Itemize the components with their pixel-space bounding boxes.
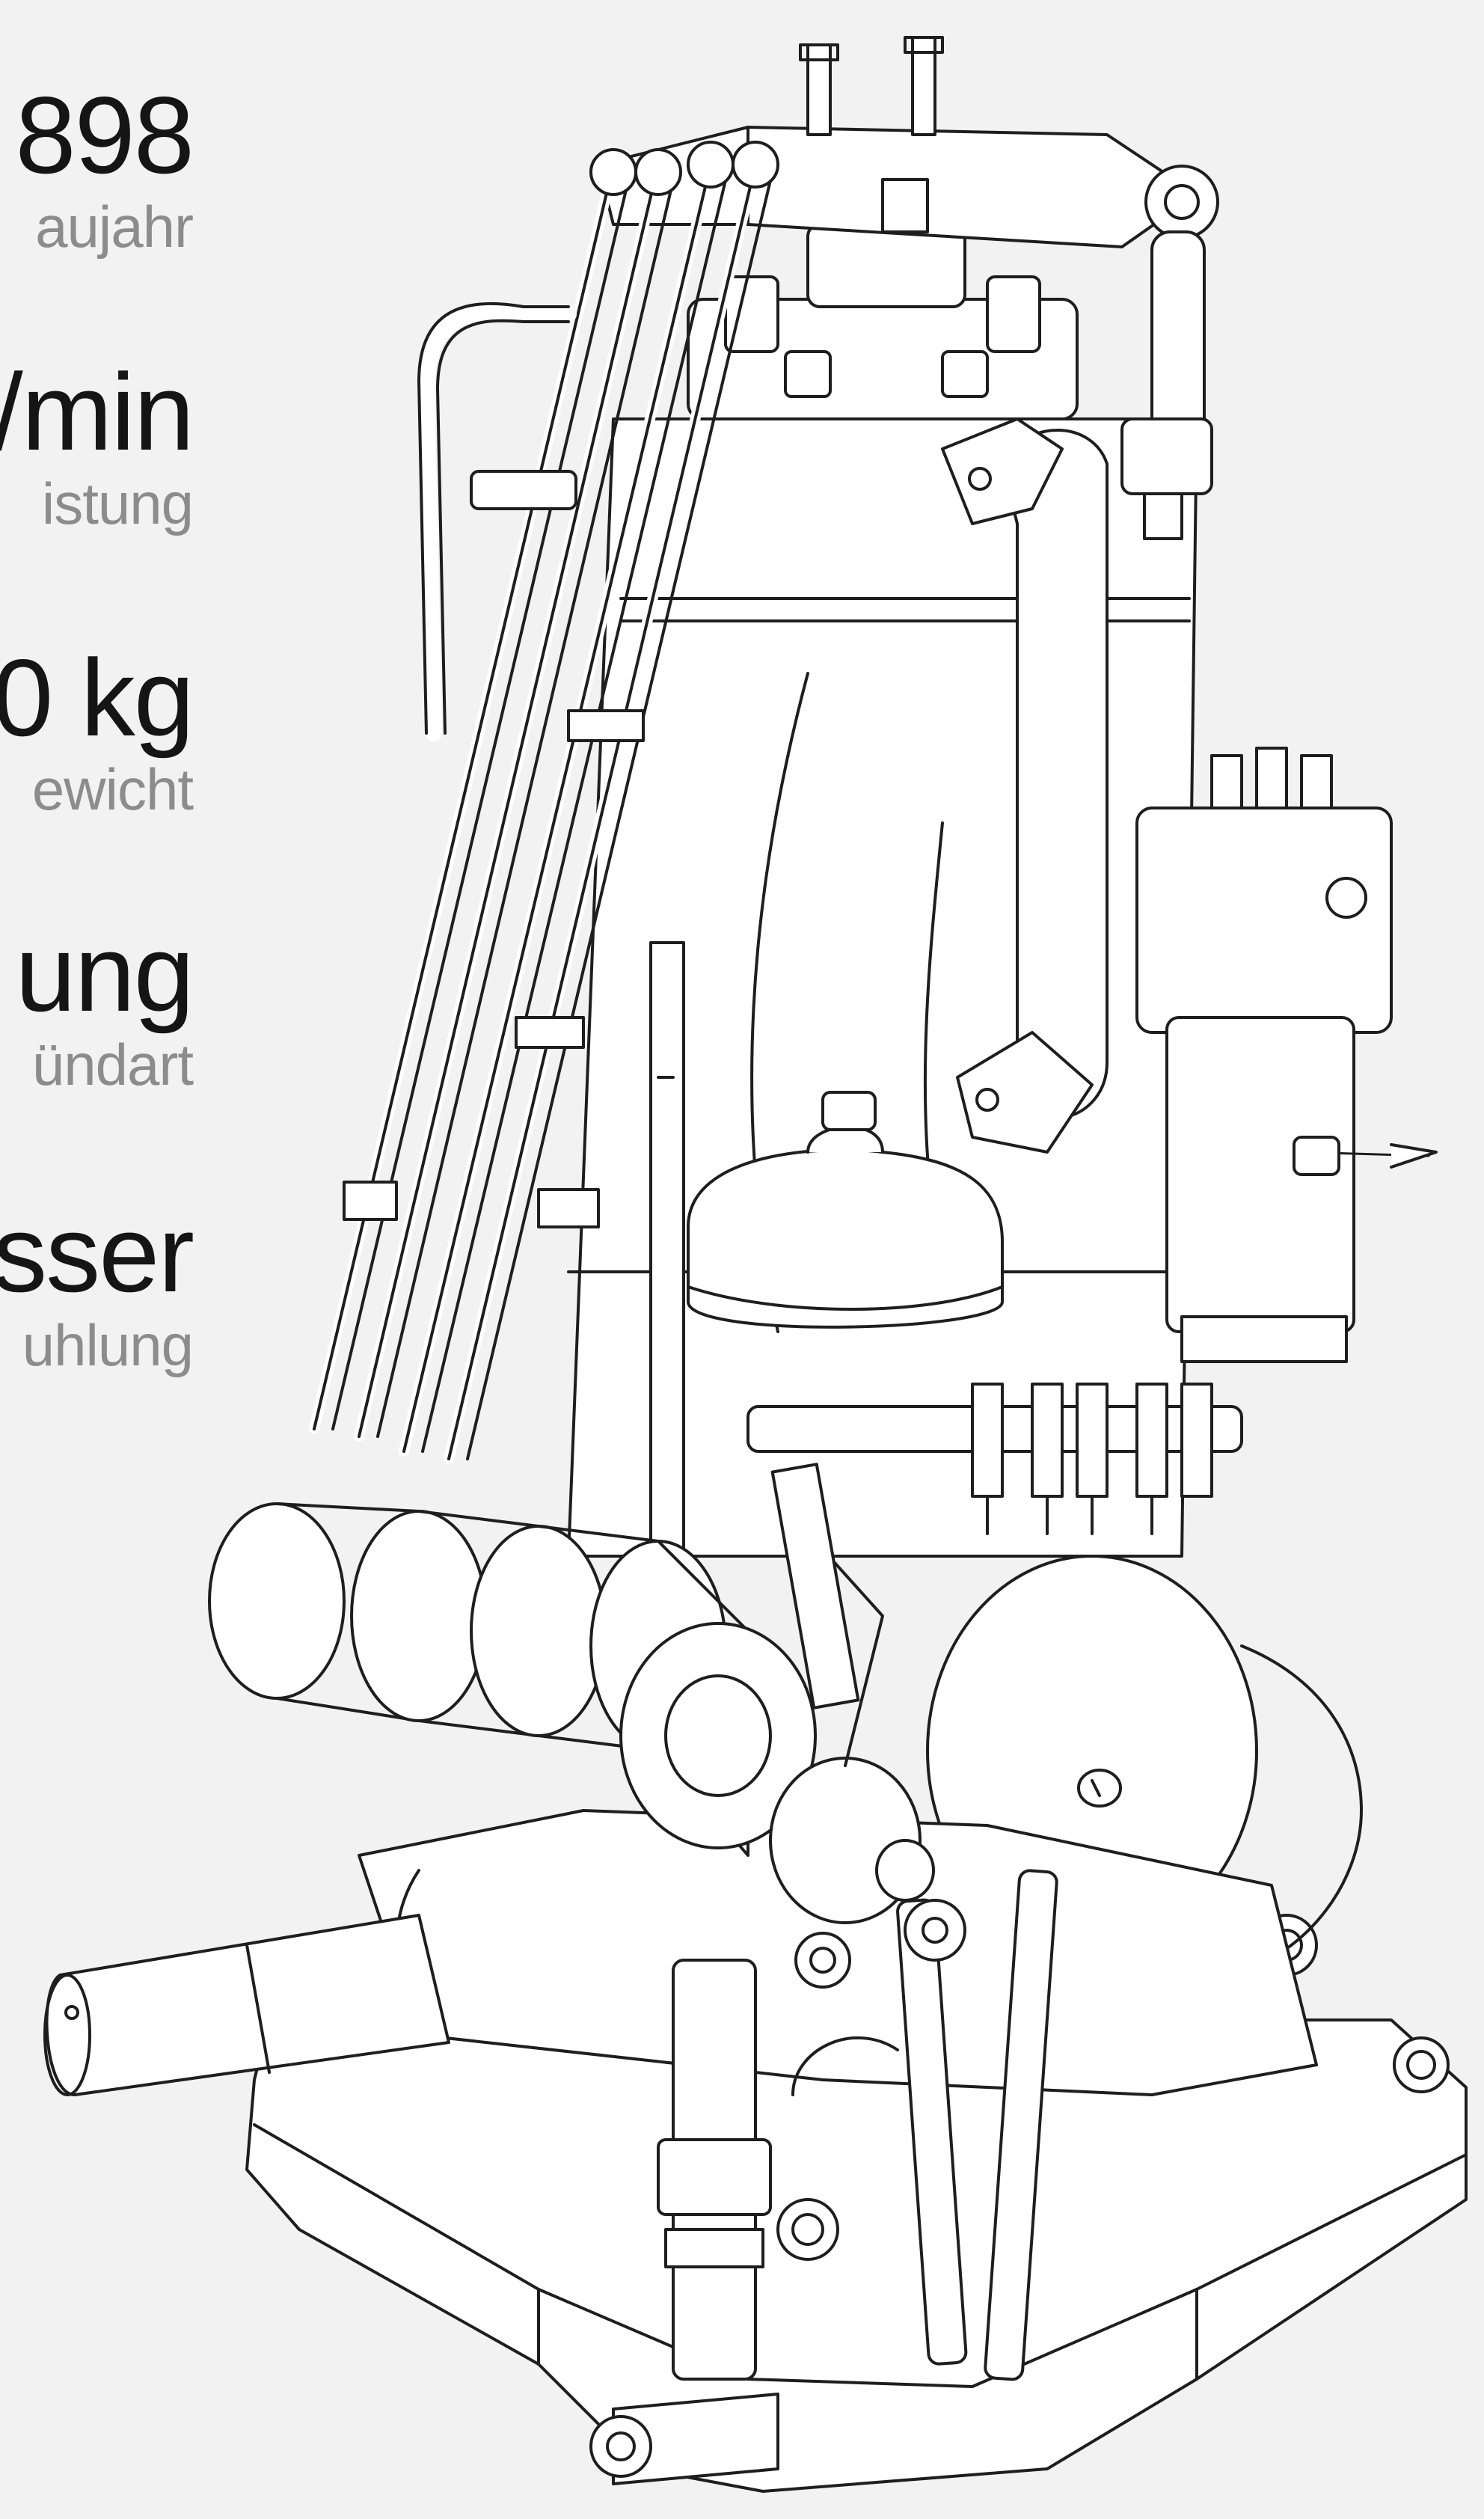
front-pump: [589, 1869, 1058, 2485]
spec-value: 0 kg: [0, 637, 194, 759]
spec-item-leistung: /min istung: [0, 351, 194, 536]
output-shaft: [43, 1914, 450, 2096]
spec-item-baujahr: 898 aujahr: [15, 74, 194, 260]
crankshaft: [208, 1463, 935, 1924]
exhaust-pipe: [941, 417, 1109, 1154]
spec-label: ündart: [31, 1032, 194, 1098]
push-rods: [309, 141, 779, 1464]
spec-value: /min: [0, 351, 194, 473]
cylinder-head: [687, 171, 1079, 420]
spec-item-gewicht: 0 kg ewicht: [0, 637, 194, 822]
injector-lines: [746, 1383, 1243, 1535]
fuel-line: [417, 302, 577, 741]
spec-label: istung: [41, 471, 194, 536]
injection-pump: [1135, 747, 1438, 1363]
spec-item-zuendart: ung ündart: [15, 912, 194, 1098]
spec-label: uhlung: [22, 1312, 194, 1378]
spec-value: 898: [15, 74, 194, 196]
spec-item-kuehlung: sser uhlung: [0, 1193, 194, 1378]
spec-label: ewicht: [31, 756, 194, 822]
spec-value: sser: [0, 1193, 194, 1314]
spec-value: ung: [15, 912, 194, 1034]
oil-reservoir: [687, 1091, 1004, 1329]
lever-rods: [649, 941, 685, 1573]
spec-label: aujahr: [35, 194, 194, 260]
